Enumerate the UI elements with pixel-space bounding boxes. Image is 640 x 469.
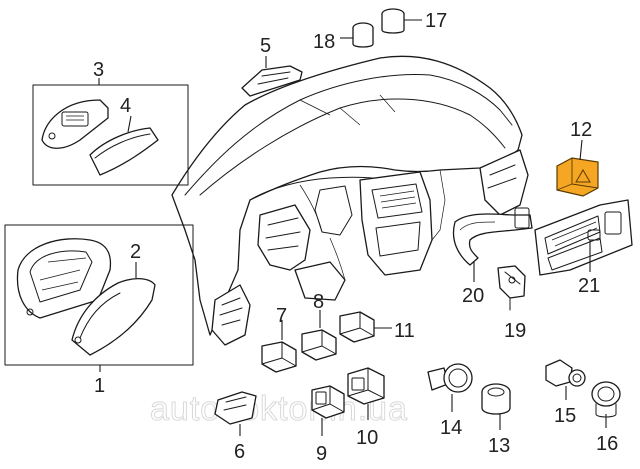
hazard-switch-highlight	[556, 157, 599, 197]
part-7-switch[interactable]	[261, 320, 297, 373]
callout-21: 21	[578, 275, 600, 297]
callout-12: 12	[570, 119, 592, 161]
part-4-meter-lens[interactable]	[89, 115, 159, 176]
part-14-knob[interactable]	[427, 363, 473, 412]
callout-10: 10	[356, 427, 378, 449]
callout-8: 8	[313, 291, 324, 313]
part-16-power-outlet[interactable]	[591, 381, 621, 428]
part-1-meter-housing[interactable]	[16, 238, 112, 319]
callout-4: 4	[120, 95, 131, 117]
callout-9: 9	[316, 443, 327, 465]
assembly-box-3	[32, 84, 189, 186]
assembly-box-1	[4, 224, 194, 366]
part-6-switch-bezel[interactable]	[214, 391, 257, 436]
callout-2: 2	[130, 241, 141, 263]
callout-16: 16	[596, 433, 618, 455]
part-2-meter-lens[interactable]	[71, 262, 156, 356]
part-3-cluster-lens[interactable]	[41, 99, 109, 149]
part-13-knob[interactable]	[481, 383, 511, 430]
part-19-sensor[interactable]	[497, 265, 526, 311]
callout-5: 5	[260, 35, 271, 57]
part-9-switch[interactable]	[311, 385, 345, 436]
callout-11: 11	[394, 320, 415, 342]
callout-7: 7	[276, 305, 287, 327]
callout-14: 14	[440, 417, 462, 439]
callout-1: 1	[94, 375, 105, 397]
callout-13: 13	[488, 435, 510, 457]
callout-3: 3	[93, 59, 104, 81]
callout-19: 19	[504, 320, 526, 342]
callout-15: 15	[554, 405, 576, 427]
part-20-duct-hose[interactable]	[452, 207, 533, 282]
part-12-hazard-switch[interactable]	[556, 157, 599, 197]
part-8-switch[interactable]	[301, 310, 337, 361]
part-17-knob[interactable]	[381, 8, 422, 34]
callout-6: 6	[234, 441, 245, 463]
part-10-switch[interactable]	[347, 367, 385, 420]
part-18-knob[interactable]	[340, 22, 374, 48]
dashboard-panel[interactable]	[171, 55, 529, 346]
part-21-center-cluster[interactable]	[534, 199, 633, 276]
part-15-socket[interactable]	[545, 359, 586, 400]
callout-20: 20	[462, 285, 484, 307]
part-11-switch[interactable]	[339, 311, 392, 343]
callout-18: 18	[313, 31, 335, 53]
callout-label: 12	[570, 119, 592, 141]
part-5-cover[interactable]	[241, 56, 303, 97]
callout-17: 17	[425, 10, 447, 32]
